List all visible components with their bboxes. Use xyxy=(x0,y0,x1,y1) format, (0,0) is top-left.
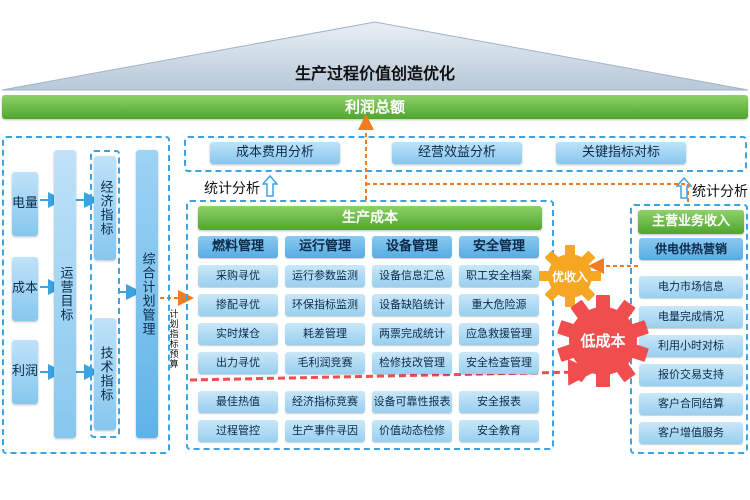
production-cost-panel xyxy=(186,200,554,450)
analysis-box-benchmark: 关键指标对标 xyxy=(556,142,686,164)
analysis-box-cost: 成本费用分析 xyxy=(210,142,340,164)
income-item: 客户增值服务 xyxy=(639,422,743,444)
plan-budget-label: 计划指标预算 xyxy=(167,309,178,369)
operation-target: 运营目标 xyxy=(54,150,76,438)
stat-analysis-label-left: 统计分析 xyxy=(204,181,260,197)
production-cost-item: 设备信息汇总 xyxy=(372,265,452,287)
income-item: 电力市场信息 xyxy=(639,276,743,298)
roof-title: 生产过程价值创造优化 xyxy=(294,64,455,83)
profit-total-bar: 利润总额 xyxy=(2,95,748,119)
production-cost-item: 耗差管理 xyxy=(285,323,365,345)
input-profit: 利润 xyxy=(12,340,38,404)
production-cost-column-head: 运行管理 xyxy=(285,236,365,258)
gear-small-icon xyxy=(539,245,601,307)
production-cost-item: 安全检查管理 xyxy=(459,352,539,374)
production-cost-item: 安全教育 xyxy=(459,420,539,442)
production-cost-item: 两票完成统计 xyxy=(372,323,452,345)
production-cost-item: 采购寻优 xyxy=(198,265,278,287)
analysis-box-efficiency: 经营效益分析 xyxy=(392,142,522,164)
production-cost-item: 设备可靠性报表 xyxy=(372,391,452,413)
stat-analysis-label-right: 统计分析 xyxy=(692,184,748,200)
production-cost-column-head: 设备管理 xyxy=(372,236,452,258)
production-cost-item: 应急救援管理 xyxy=(459,323,539,345)
production-cost-item: 最佳热值 xyxy=(198,391,278,413)
hollow-up-arrow-right-icon xyxy=(676,177,692,199)
hollow-up-arrow-left-icon xyxy=(262,175,278,197)
main-income-title: 主营业务收入 xyxy=(638,210,744,234)
income-item: 电量完成情况 xyxy=(639,306,743,328)
input-cost: 成本 xyxy=(12,257,38,321)
roof-shape xyxy=(1,21,749,91)
comprehensive-plan-management: 综合计划管理 xyxy=(136,150,158,438)
production-cost-item: 设备缺陷统计 xyxy=(372,294,452,316)
production-cost-item: 价值动态检修 xyxy=(372,420,452,442)
power-heat-marketing: 供电供热营销 xyxy=(639,238,743,260)
production-cost-item: 过程管控 xyxy=(198,420,278,442)
production-cost-column-head: 安全管理 xyxy=(459,236,539,258)
production-cost-column-head: 燃料管理 xyxy=(198,236,278,258)
production-cost-item: 环保指标监测 xyxy=(285,294,365,316)
production-cost-item: 检修技改管理 xyxy=(372,352,452,374)
production-cost-item: 出力寻优 xyxy=(198,352,278,374)
income-item: 利用小时对标 xyxy=(639,335,743,357)
production-cost-item: 实时煤仓 xyxy=(198,323,278,345)
gear-big-icon xyxy=(557,295,649,387)
economic-indicator: 经济指标 xyxy=(94,156,116,260)
production-cost-item: 运行参数监测 xyxy=(285,265,365,287)
input-electricity: 电量 xyxy=(12,172,38,236)
production-cost-title: 生产成本 xyxy=(198,206,542,230)
production-cost-item: 毛利润竞赛 xyxy=(285,352,365,374)
production-cost-item: 掺配寻优 xyxy=(198,294,278,316)
analysis-panel xyxy=(184,136,747,172)
production-cost-item: 经济指标竞赛 xyxy=(285,391,365,413)
production-cost-item: 重大危险源 xyxy=(459,294,539,316)
indicator-group xyxy=(90,150,120,438)
left-plan-panel xyxy=(2,136,170,454)
technical-indicator: 技术指标 xyxy=(94,318,116,430)
production-cost-item: 职工安全档案 xyxy=(459,265,539,287)
production-cost-item: 生产事件寻因 xyxy=(285,420,365,442)
production-cost-item: 安全报表 xyxy=(459,391,539,413)
gear-big-label: 低成本 xyxy=(580,332,626,350)
income-item: 客户合同结算 xyxy=(639,393,743,415)
gear-small-label: 优收入 xyxy=(551,270,588,284)
income-item: 报价交易支持 xyxy=(639,364,743,386)
